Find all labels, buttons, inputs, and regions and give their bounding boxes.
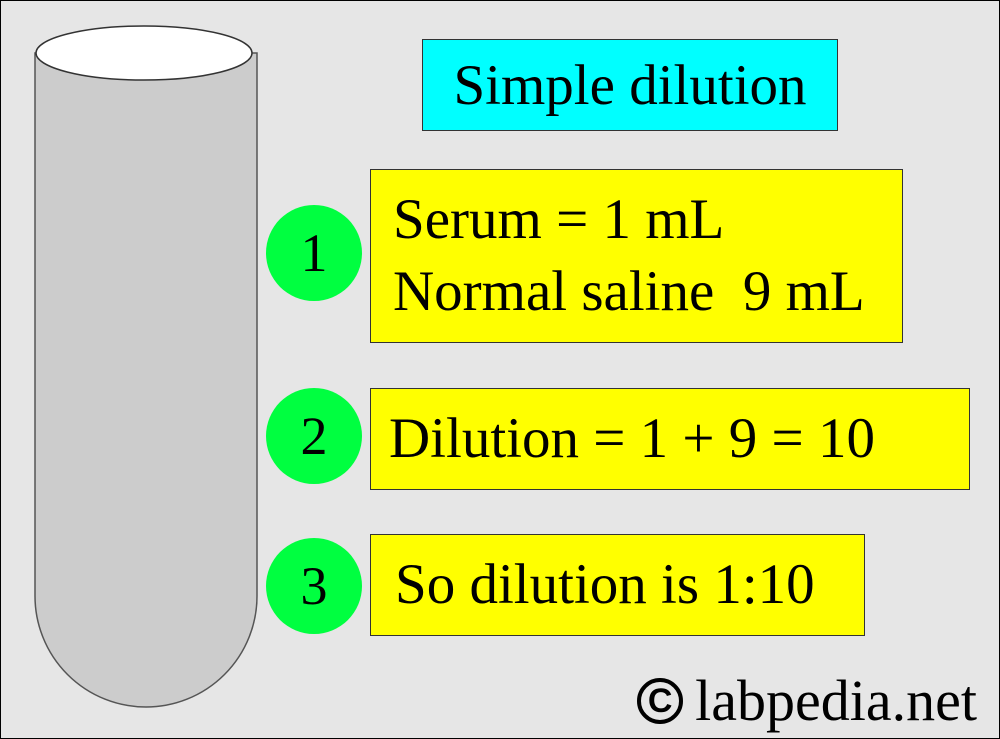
step-1-number: 1 — [300, 223, 328, 283]
test-tube-opening — [35, 25, 253, 81]
step-3-number: 3 — [300, 556, 328, 616]
step-3-box: So dilution is 1:10 — [370, 534, 865, 636]
step-2-box: Dilution = 1 + 9 = 10 — [370, 388, 970, 490]
test-tube — [34, 25, 258, 708]
step-2-badge: 2 — [266, 388, 362, 484]
watermark: C labpedia.net — [637, 667, 977, 734]
step-3-badge: 3 — [266, 538, 362, 634]
diagram-title: Simple dilution — [453, 53, 807, 117]
step-2-number: 2 — [300, 406, 328, 466]
step-1-line-1: Serum = 1 mL — [393, 188, 725, 251]
watermark-text: labpedia.net — [695, 668, 977, 733]
step-1-badge: 1 — [266, 205, 362, 301]
step-1-box: Serum = 1 mL Normal saline 9 mL — [370, 169, 903, 343]
test-tube-body — [34, 52, 258, 708]
step-3-line-1: So dilution is 1:10 — [395, 553, 815, 616]
title-box: Simple dilution — [422, 39, 838, 131]
copyright-icon: C — [637, 677, 684, 724]
step-2-line-1: Dilution = 1 + 9 = 10 — [389, 407, 875, 470]
step-1-line-2: Normal saline 9 mL — [393, 260, 865, 323]
